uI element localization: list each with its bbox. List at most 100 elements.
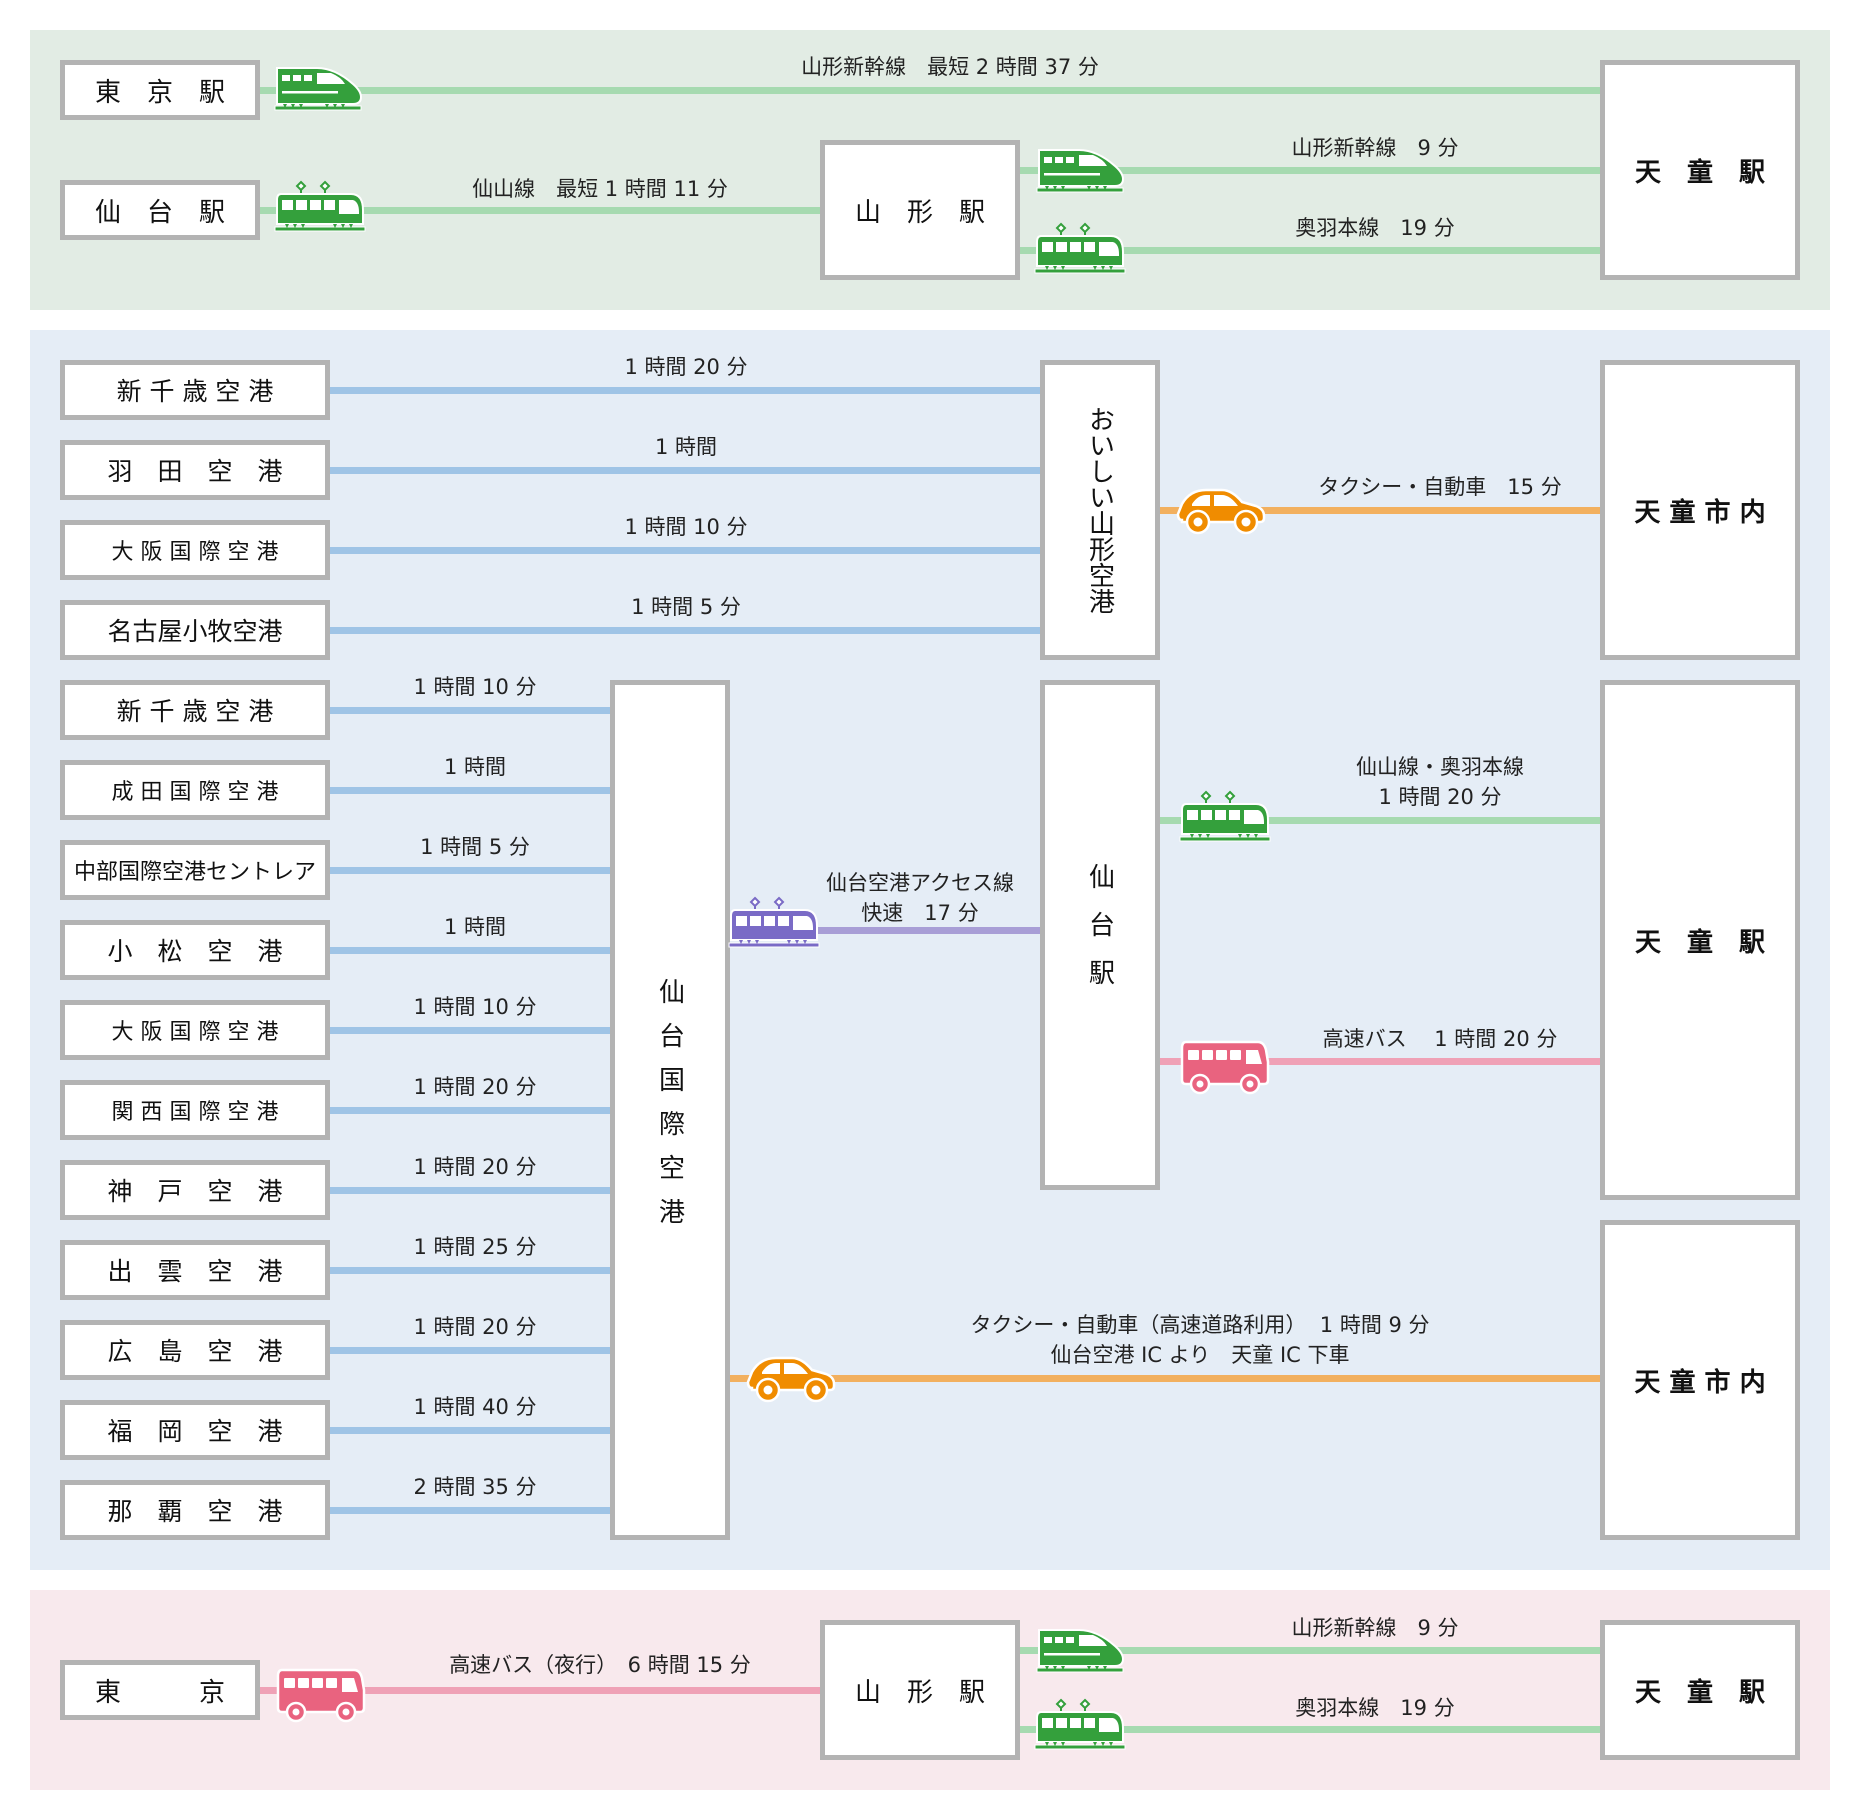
flight-time: 1 時間 (654, 435, 718, 459)
shinkansen-icon (273, 64, 363, 114)
flight-route-line (330, 707, 610, 714)
origin-airport-box: 大 阪 国 際 空 港 (60, 520, 330, 580)
flight-route-line (330, 867, 610, 874)
route-line-yamagata-tendo-ou (1020, 1726, 1600, 1733)
flight-time: 1 時間 5 分 (631, 595, 741, 619)
route-line-sendai-tendo-bus (1160, 1058, 1600, 1065)
route-caption: 奥羽本線 19 分 (1295, 1696, 1455, 1720)
flight-time: 1 時間 10 分 (624, 515, 748, 539)
destination-box-tendo-city: 天 童 市 内 (1600, 1220, 1800, 1540)
origin-airport-box: 名古屋小牧空港 (60, 600, 330, 660)
bus-icon (1178, 1040, 1270, 1096)
station-box-tendo: 天 童 駅 (1600, 60, 1800, 280)
station-box-yamagata: 山 形 駅 (820, 140, 1020, 280)
route-caption: 高速バス 1 時間 20 分 (1322, 1027, 1558, 1051)
airport-label: おいしい山形空港 (1084, 406, 1115, 614)
flight-route-line (330, 947, 610, 954)
origin-airport-box: 神 戸 空 港 (60, 1160, 330, 1220)
origin-airport-box: 関 西 国 際 空 港 (60, 1080, 330, 1140)
station-box-sendai: 仙台駅 (1040, 680, 1160, 1190)
route-line-access-line (730, 927, 1040, 934)
flight-route-line (330, 627, 1040, 634)
route-caption: 山形新幹線 最短 2 時間 37 分 (801, 55, 1099, 79)
shinkansen-icon (1035, 146, 1125, 196)
origin-airport-box: 大 阪 国 際 空 港 (60, 1000, 330, 1060)
destination-label: 天 童 市 内 (1634, 497, 1766, 528)
flight-route-line (330, 387, 1040, 394)
route-line-sendai-tendo-rail (1160, 817, 1600, 824)
airport-box-oishii-yamagata: おいしい山形空港 (1040, 360, 1160, 660)
airport-label: 名古屋小牧空港 (107, 617, 283, 646)
flight-route-line (330, 1187, 610, 1194)
station-label: 仙 台 駅 (94, 197, 225, 228)
flight-route-line (330, 1427, 610, 1434)
flight-time: 1 時間 20 分 (413, 1315, 537, 1339)
station-label: 仙台駅 (1084, 863, 1115, 1007)
station-label: 天 童 駅 (1634, 927, 1765, 958)
car-icon (746, 1354, 836, 1404)
route-line-sendai-airport-tendo-car (730, 1375, 1600, 1382)
route-caption: 仙台空港アクセス線 快速 17 分 (826, 871, 1014, 925)
flight-route-line (330, 1347, 610, 1354)
airport-label: 小 松 空 港 (107, 937, 283, 966)
origin-airport-box: 那 覇 空 港 (60, 1480, 330, 1540)
destination-label: 天 童 市 内 (1634, 1367, 1766, 1398)
airport-label: 関 西 国 際 空 港 (111, 1100, 279, 1125)
airport-label: 新 千 歳 空 港 (116, 377, 274, 406)
train-icon (727, 896, 820, 950)
origin-airport-box: 新 千 歳 空 港 (60, 680, 330, 740)
airport-box-sendai: 仙台国際空港 (610, 680, 730, 1540)
flight-time: 1 時間 10 分 (413, 995, 537, 1019)
route-caption: 山形新幹線 9 分 (1291, 1616, 1459, 1640)
route-caption: 山形新幹線 9 分 (1291, 136, 1459, 160)
route-caption: 仙山線・奥羽本線 1 時間 20 分 (1356, 755, 1524, 809)
flight-route-line (330, 547, 1040, 554)
station-label: 天 童 駅 (1634, 1677, 1765, 1708)
airport-label: 新 千 歳 空 港 (116, 697, 274, 726)
origin-airport-box: 広 島 空 港 (60, 1320, 330, 1380)
station-box-sendai: 仙 台 駅 (60, 180, 260, 240)
train-icon (1033, 222, 1126, 276)
train-icon (1033, 1698, 1126, 1752)
flight-time: 1 時間 20 分 (624, 355, 748, 379)
origin-box-tokyo: 東 京 (60, 1660, 260, 1720)
flight-route-line (330, 787, 610, 794)
route-line-yamagata-airport-tendo (1160, 507, 1600, 514)
destination-box-tendo-city: 天 童 市 内 (1600, 360, 1800, 660)
flight-time: 1 時間 25 分 (413, 1235, 537, 1259)
airport-label: 大 阪 国 際 空 港 (111, 540, 279, 565)
airport-label: 神 戸 空 港 (107, 1177, 283, 1206)
flight-route-line (330, 1267, 610, 1274)
origin-airport-box: 中部国際空港セントレア (60, 840, 330, 900)
flight-time: 1 時間 40 分 (413, 1395, 537, 1419)
flight-time: 1 時間 10 分 (413, 675, 537, 699)
airport-label: 仙台国際空港 (654, 978, 685, 1242)
flight-time: 1 時間 20 分 (413, 1075, 537, 1099)
flight-time: 1 時間 (443, 755, 507, 779)
origin-airport-box: 羽 田 空 港 (60, 440, 330, 500)
flight-time: 1 時間 20 分 (413, 1155, 537, 1179)
station-label: 山 形 駅 (854, 1677, 985, 1708)
flight-time: 2 時間 35 分 (413, 1475, 537, 1499)
origin-airport-box: 成 田 国 際 空 港 (60, 760, 330, 820)
station-box-tendo: 天 童 駅 (1600, 680, 1800, 1200)
station-box-tokyo: 東 京 駅 (60, 60, 260, 120)
flight-route-line (330, 1027, 610, 1034)
flight-time: 1 時間 (443, 915, 507, 939)
route-line-tokyo-tendo (260, 87, 1600, 94)
flight-time: 1 時間 5 分 (420, 835, 530, 859)
route-caption: タクシー・自動車（高速道路利用） 1 時間 9 分 仙台空港 IC より 天童 … (970, 1313, 1430, 1367)
station-box-tendo: 天 童 駅 (1600, 1620, 1800, 1760)
airport-label: 那 覇 空 港 (107, 1497, 283, 1526)
origin-airport-box: 新 千 歳 空 港 (60, 360, 330, 420)
airport-label: 福 岡 空 港 (107, 1417, 283, 1446)
airport-label: 中部国際空港セントレア (73, 860, 316, 885)
route-line-tokyo-yamagata-bus (260, 1687, 820, 1694)
airport-label: 広 島 空 港 (107, 1337, 283, 1366)
route-line-yamagata-tendo-shinkansen (1020, 167, 1600, 174)
route-caption: 奥羽本線 19 分 (1295, 216, 1455, 240)
route-caption: 高速バス（夜行） 6 時間 15 分 (449, 1653, 751, 1677)
origin-airport-box: 出 雲 空 港 (60, 1240, 330, 1300)
station-label: 山 形 駅 (854, 197, 985, 228)
origin-airport-box: 福 岡 空 港 (60, 1400, 330, 1460)
